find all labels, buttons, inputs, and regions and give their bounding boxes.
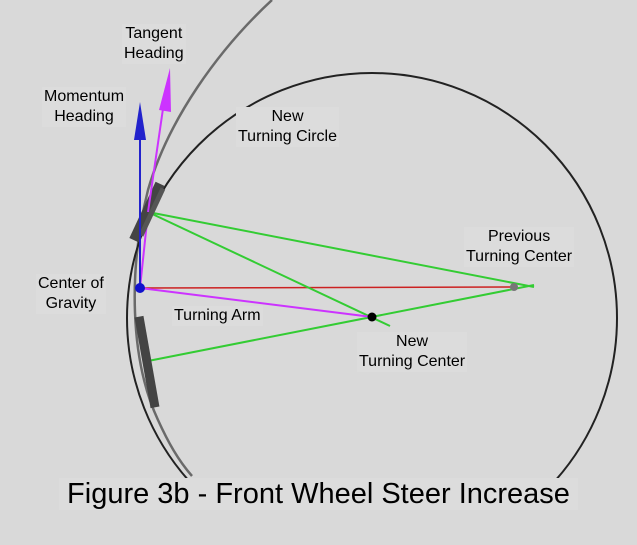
new-turning-center-label-line1: New (396, 333, 429, 350)
new-turning-center-label-line2: Turning Center (359, 353, 466, 370)
figure-caption: Figure 3b - Front Wheel Steer Increase (0, 478, 637, 511)
center-of-gravity-label-line2: Gravity (45, 295, 97, 312)
tangent-arrowhead (159, 68, 171, 112)
tangent-heading-label: Tangent Heading (122, 24, 186, 64)
front-wheel (129, 181, 165, 243)
momentum-heading-label-line1: Momentum (44, 88, 125, 105)
tangent-heading-label-line1: Tangent (125, 25, 183, 42)
cg-to-previous-center-line (139, 286, 516, 289)
momentum-heading-label-line2: Heading (54, 108, 114, 125)
momentum-heading-label: Momentum Heading (42, 87, 127, 127)
previous-turning-center-dot (510, 283, 518, 291)
previous-turning-center-label-line2: Turning Center (466, 248, 573, 265)
turning-arm-label: Turning Arm (172, 306, 263, 326)
new-turning-circle-label-line2: Turning Circle (238, 128, 337, 145)
new-turning-circle-label-line1: New (271, 108, 304, 125)
momentum-arrowhead (134, 102, 146, 140)
turning-arm-line (139, 287, 373, 318)
front-wheel-to-new-center-line (147, 211, 391, 327)
center-of-gravity-label: Center of Gravity (36, 274, 106, 314)
rear-wheel (134, 315, 160, 409)
figure-caption-text: Figure 3b - Front Wheel Steer Increase (59, 478, 578, 510)
previous-turning-arc (133, 0, 273, 477)
new-turning-circle (126, 72, 618, 480)
front-wheel-inner (138, 187, 166, 237)
previous-turning-center-label-line1: Previous (487, 228, 551, 245)
rear-wheel-to-previous-center-line (147, 284, 535, 362)
tangent-heading-label-line2: Heading (124, 45, 184, 62)
previous-turning-center-label: Previous Turning Center (464, 227, 575, 267)
center-of-gravity-label-line1: Center of (38, 275, 104, 292)
new-turning-center-label: New Turning Center (357, 332, 468, 372)
new-turning-center-dot (367, 312, 377, 322)
center-of-gravity-dot (135, 283, 145, 293)
new-turning-circle-label: New Turning Circle (236, 107, 339, 147)
front-wheel-to-previous-center-line (147, 211, 535, 288)
